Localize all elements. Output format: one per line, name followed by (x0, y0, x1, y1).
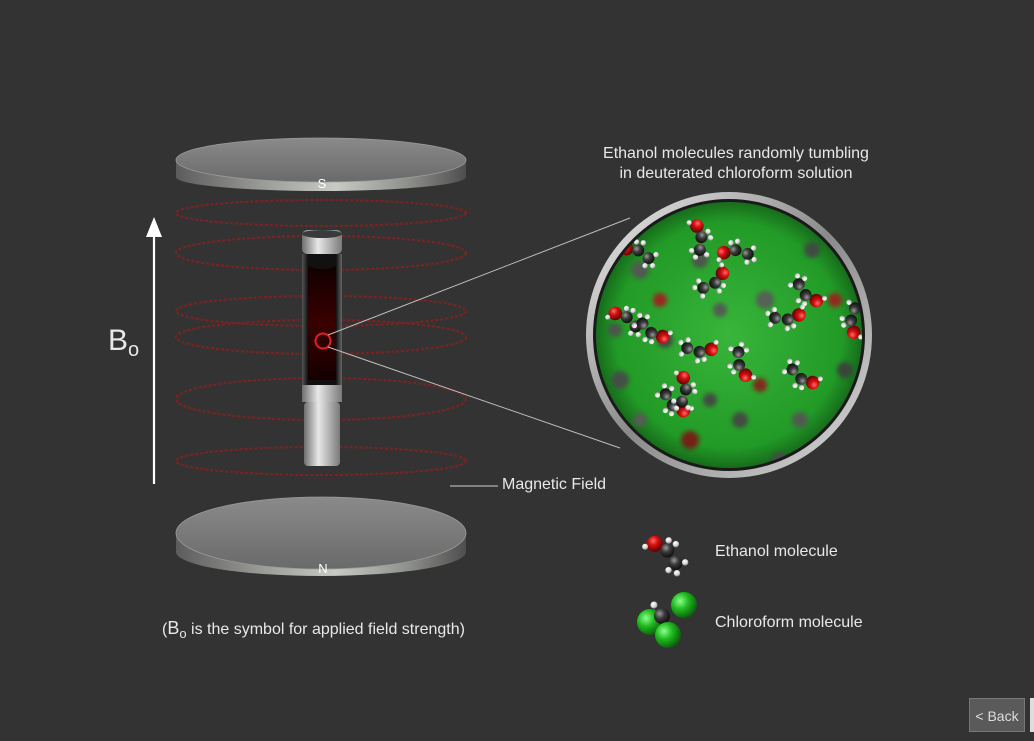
magnified-view-caption: Ethanol molecules randomly tumbling in d… (560, 144, 912, 184)
caption-line-1: Ethanol molecules randomly tumbling (603, 145, 869, 162)
footnote-open-paren: ( (162, 621, 168, 638)
south-pole-label: S (318, 176, 327, 191)
nmr-sample-tube (302, 230, 342, 466)
field-direction-arrow (146, 217, 162, 484)
field-symbol-subscript: o (128, 339, 140, 361)
magnetic-field-label: Magnetic Field (502, 476, 607, 493)
applied-field-symbol: Bo (108, 324, 139, 362)
footnote-text: is the symbol for applied field strength… (186, 621, 465, 638)
footnote-symbol-base: B (167, 618, 180, 638)
magnified-solution-view (586, 192, 872, 478)
north-pole-label: N (318, 561, 327, 576)
ethanol-molecule-icon (636, 529, 695, 579)
legend-ethanol-label: Ethanol molecule (715, 543, 838, 560)
footnote-symbol-subscript: o (179, 626, 187, 641)
next-button-edge[interactable] (1030, 698, 1034, 732)
field-symbol-footnote: (Bo is the symbol for applied field stre… (162, 618, 465, 641)
footnote-symbol: Bo (167, 618, 187, 641)
caption-line-2: in deuterated chloroform solution (619, 165, 853, 182)
chloroform-molecule-icon (637, 592, 697, 648)
bottom-magnet-disc (175, 496, 467, 576)
sample-focus-marker (314, 332, 332, 350)
zoom-lines (327, 217, 631, 449)
legend-chloroform-label: Chloroform molecule (715, 614, 863, 631)
back-button[interactable]: < Back (969, 698, 1025, 732)
top-magnet-disc (175, 137, 467, 191)
field-symbol-base: B (108, 324, 129, 357)
